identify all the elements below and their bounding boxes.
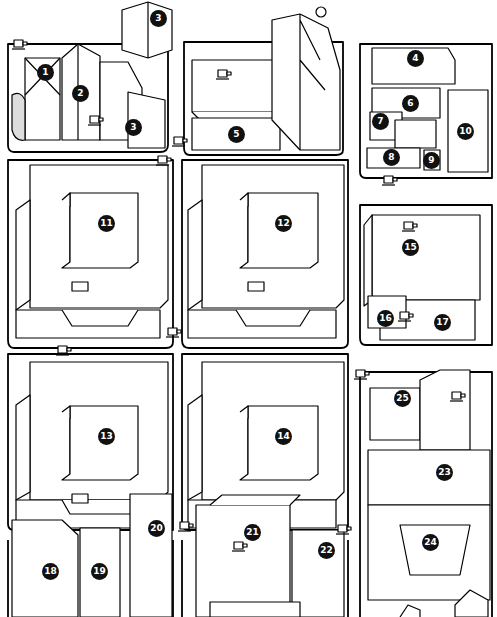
callout-number: 16: [377, 310, 394, 327]
callout-number: 7: [372, 113, 389, 130]
callout-number: 6: [402, 95, 419, 112]
callout-number: 21: [244, 524, 261, 541]
callout-number: 12: [275, 215, 292, 232]
callout-number: 13: [98, 428, 115, 445]
callout-number: 25: [394, 390, 411, 407]
callout-number: 11: [98, 215, 115, 232]
callout-number: 8: [383, 149, 400, 166]
callout-number: 24: [422, 534, 439, 551]
callout-number: 1: [37, 64, 54, 81]
callout-number: 3: [125, 119, 142, 136]
callout-number: 23: [436, 464, 453, 481]
callout-number: 5: [228, 126, 245, 143]
callout-number: 2: [72, 85, 89, 102]
callout-number: 18: [42, 563, 59, 580]
callout-number: 15: [402, 239, 419, 256]
callout-number: 17: [434, 314, 451, 331]
callout-number: 22: [318, 542, 335, 559]
callout-number: 19: [91, 563, 108, 580]
callout-number: 20: [148, 520, 165, 537]
callout-number: 14: [275, 428, 292, 445]
callout-number: 10: [457, 123, 474, 140]
callout-number: 9: [423, 152, 440, 169]
callout-number: 4: [407, 50, 424, 67]
callout-number: 3: [150, 10, 167, 27]
